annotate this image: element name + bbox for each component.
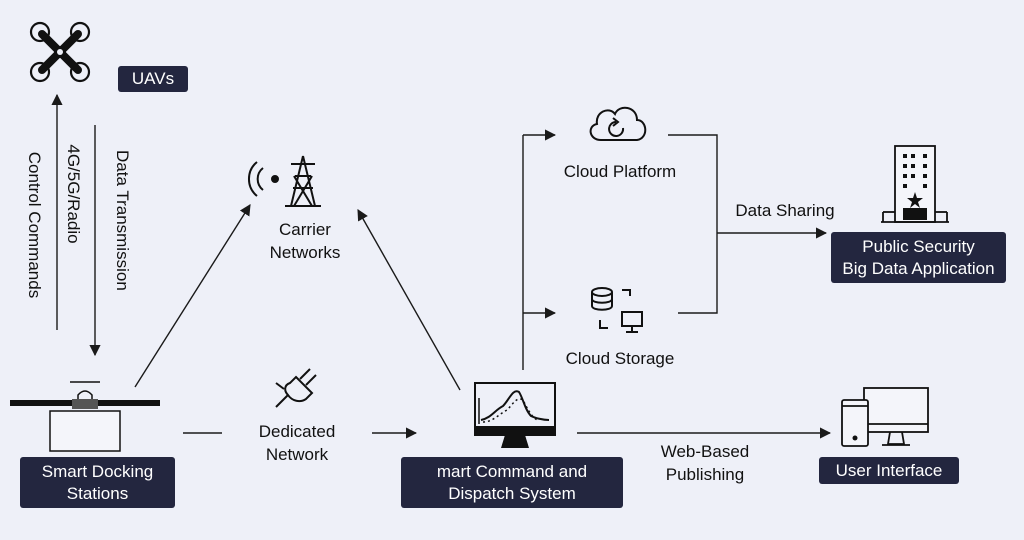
- radio-label: 4G/5G/Radio: [64, 144, 83, 244]
- command-system-badge: mart Command and Dispatch System: [401, 457, 623, 508]
- data-sharing-label: Data Sharing: [735, 201, 835, 220]
- cloud-storage-label: Cloud Storage: [565, 349, 675, 368]
- devices-icon: [841, 387, 929, 447]
- cloud-icon: [589, 106, 647, 141]
- carrier-networks-label: Carrier Networks: [269, 220, 341, 262]
- user-interface-label: User Interface: [835, 460, 943, 480]
- cell-tower-icon: [247, 155, 321, 207]
- control-commands-label: Control Commands: [25, 151, 44, 299]
- command-to-carrier-arrow: [357, 209, 461, 391]
- dedicated-network-label: Dedicated Network: [258, 422, 336, 464]
- monitor-chart-icon: [474, 382, 556, 448]
- web-publishing-label: Web-Based Publishing: [660, 442, 750, 484]
- docking-station-icon: [10, 381, 160, 452]
- building-icon: [881, 145, 949, 223]
- public-security-badge: Public Security Big Data Application: [831, 232, 1006, 283]
- cloud-platform-label: Cloud Platform: [563, 162, 677, 181]
- cloud-platform-to-sharing-line: [668, 134, 718, 314]
- user-interface-badge: User Interface: [819, 457, 959, 484]
- database-icon: [591, 287, 643, 333]
- plug-icon: [275, 368, 317, 408]
- smart-docking-badge: Smart Docking Stations: [20, 457, 175, 508]
- docking-to-carrier-arrow: [134, 204, 251, 388]
- drone-icon: [29, 21, 91, 83]
- data-transmission-label: Data Transmission: [113, 150, 132, 291]
- uavs-badge: UAVs: [118, 66, 188, 92]
- uavs-label: UAVs: [131, 69, 175, 88]
